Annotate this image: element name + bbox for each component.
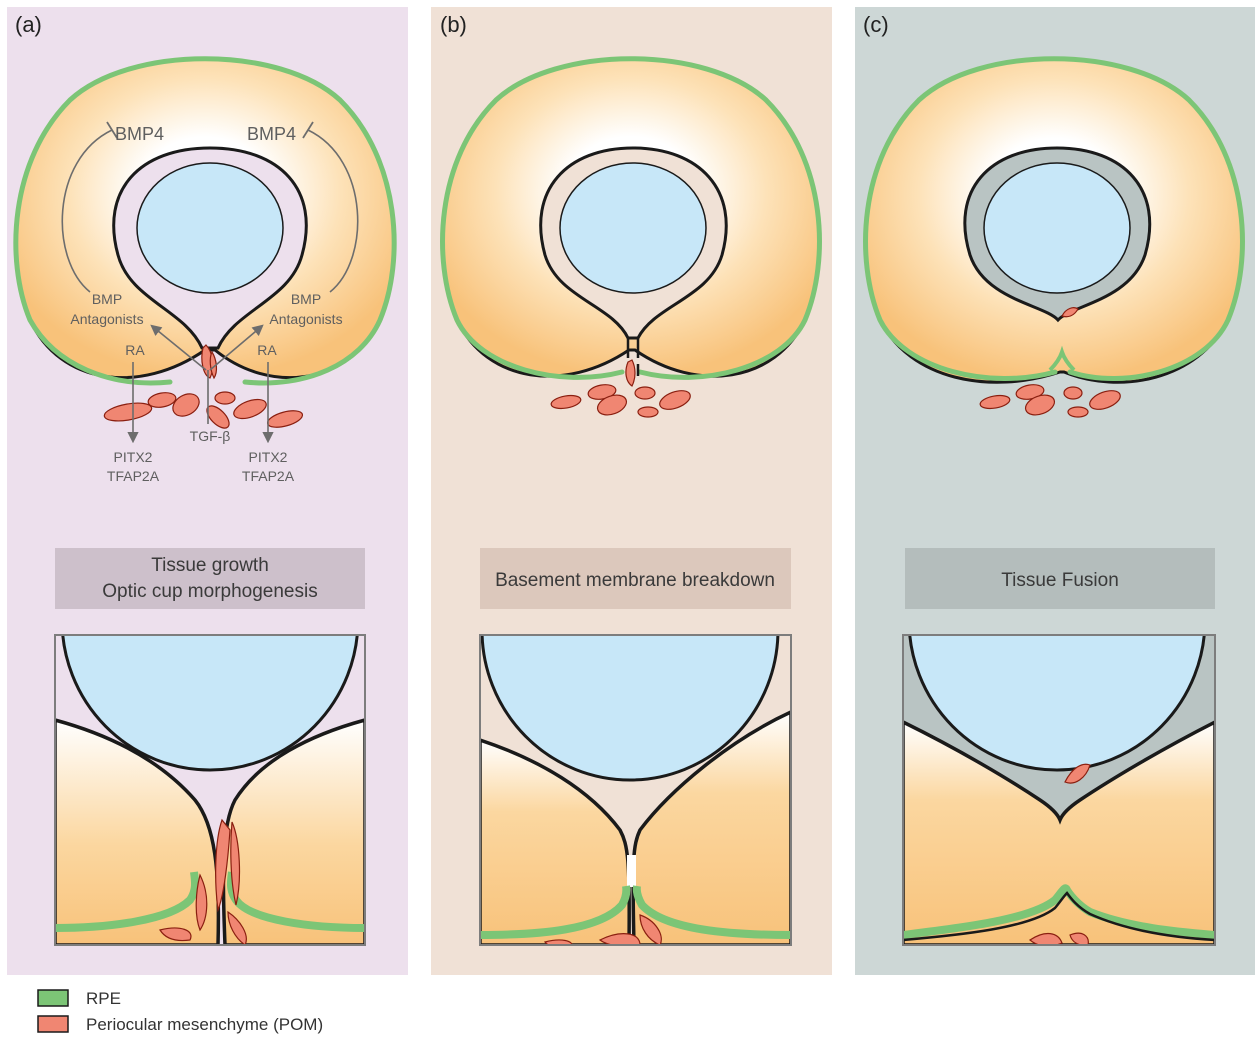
panel-a-label: (a)	[15, 12, 42, 37]
panel-c-label: (c)	[863, 12, 889, 37]
bmp-antagonists-right-line1: BMP	[291, 291, 321, 307]
stage-a-line1: Tissue growth	[151, 555, 269, 576]
lens	[137, 163, 283, 293]
ra-left-label: RA	[125, 342, 145, 358]
target-genes-left-line1: PITX2	[114, 449, 153, 465]
pom-cell	[1068, 407, 1088, 417]
panel-b-label: (b)	[440, 12, 467, 37]
pom-cell	[1064, 387, 1082, 399]
target-genes-right-line1: PITX2	[249, 449, 288, 465]
stage-b-line1: Basement membrane breakdown	[495, 570, 775, 591]
bmp4-right-label: BMP4	[247, 124, 296, 144]
stage-c-line1: Tissue Fusion	[1001, 570, 1119, 591]
target-genes-right-line2: TFAP2A	[242, 468, 295, 484]
legend-swatch-pom	[38, 1016, 68, 1032]
tgf-beta-label: TGF-β	[190, 428, 231, 444]
pom-cell	[215, 392, 235, 404]
fissure-gap	[627, 855, 636, 887]
lens	[984, 163, 1130, 293]
ra-right-label: RA	[257, 342, 277, 358]
panel-b-optic-cup	[443, 59, 820, 419]
pom-cell	[635, 387, 655, 399]
pom-cell	[638, 407, 658, 417]
bmp-antagonists-right-line2: Antagonists	[269, 311, 342, 327]
legend-swatch-rpe	[38, 990, 68, 1006]
bmp-antagonists-left-line2: Antagonists	[70, 311, 143, 327]
legend-label-rpe: RPE	[86, 989, 121, 1008]
lens	[560, 163, 706, 293]
panel-c-optic-cup	[866, 59, 1243, 419]
bmp-antagonists-left-line1: BMP	[92, 291, 122, 307]
legend: RPE Periocular mesenchyme (POM)	[38, 989, 323, 1034]
legend-label-pom: Periocular mesenchyme (POM)	[86, 1015, 323, 1034]
target-genes-left-line2: TFAP2A	[107, 468, 160, 484]
stage-a-line2: Optic cup morphogenesis	[102, 581, 317, 602]
bmp4-left-label: BMP4	[115, 124, 164, 144]
